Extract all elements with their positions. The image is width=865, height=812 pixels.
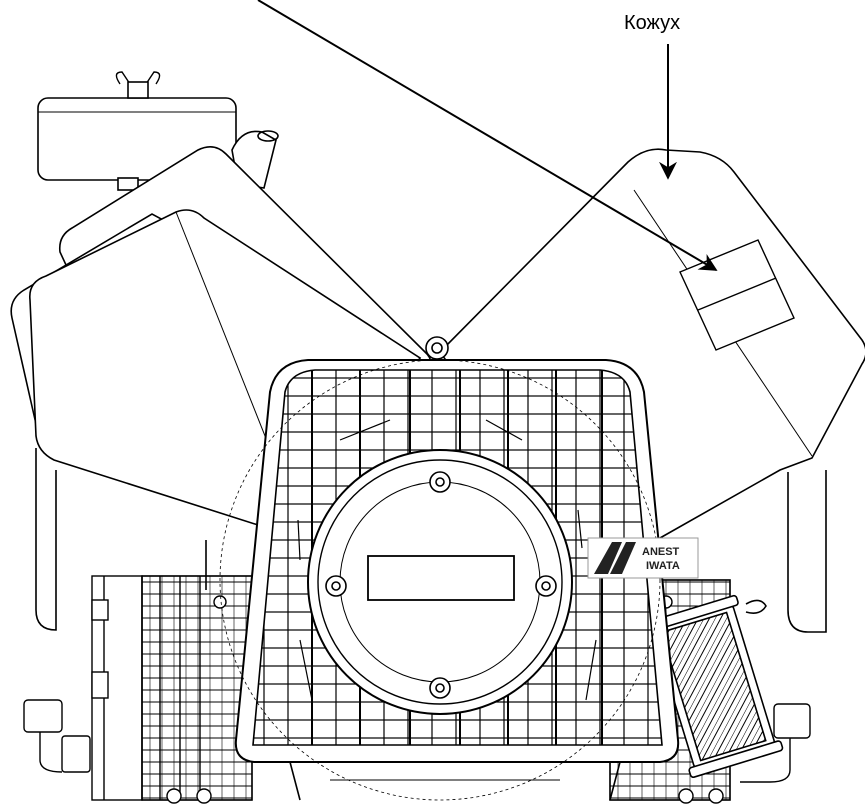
callout-arrows [257, 0, 718, 271]
center-bolt [425, 336, 449, 360]
fan-guard [219, 359, 680, 801]
logo-text-line2: IWATA [646, 560, 680, 572]
kozhukh-callout-label: Кожух [624, 12, 681, 34]
center-plate [367, 555, 515, 601]
diagonal-callout-arrow [257, 0, 718, 271]
left-cooler [23, 575, 253, 804]
right-filter [643, 594, 784, 779]
logo-text-line1: ANEST [642, 546, 680, 558]
hub-bolts [325, 471, 557, 699]
anest-iwata-logo: ANEST IWATA [587, 537, 699, 579]
